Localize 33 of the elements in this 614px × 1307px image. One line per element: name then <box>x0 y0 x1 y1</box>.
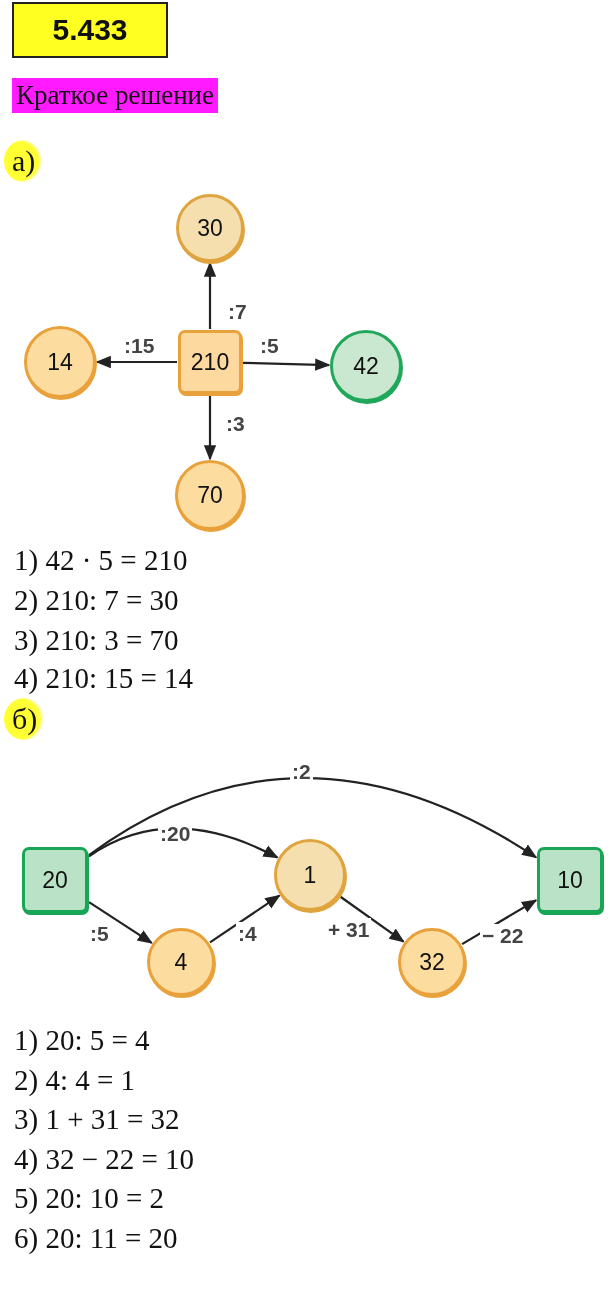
part-label: а) <box>4 140 44 182</box>
arrow <box>95 355 177 369</box>
arrow <box>203 261 217 329</box>
number-circle: 42 <box>330 330 402 402</box>
equation: 1) 20: 5 = 4 <box>14 1024 150 1057</box>
number-circle: 30 <box>176 194 244 262</box>
equation: 4) 32 − 22 = 10 <box>14 1143 195 1176</box>
equation: 1) 42 · 5 = 210 <box>14 544 188 577</box>
equation: 4) 210: 15 = 14 <box>14 662 194 695</box>
equation: 6) 20: 11 = 20 <box>14 1222 178 1255</box>
equation: 2) 210: 7 = 30 <box>14 584 179 617</box>
number-circle: 1 <box>274 839 346 911</box>
subheading: Краткое решение <box>12 78 219 113</box>
arrow <box>209 894 281 944</box>
arrow <box>461 899 538 946</box>
arrow <box>203 395 217 461</box>
equation: 2) 4: 4 = 1 <box>14 1064 136 1097</box>
arrow <box>88 901 153 944</box>
number-circle: 32 <box>398 928 466 996</box>
part-label: б) <box>4 698 46 740</box>
arrow <box>242 358 331 371</box>
number-square: 20 <box>22 847 88 913</box>
number-square: 210 <box>178 330 242 394</box>
equation: 3) 210: 3 = 70 <box>14 624 179 657</box>
arrow <box>339 895 405 943</box>
number-circle: 4 <box>147 928 215 996</box>
number-square: 10 <box>537 847 603 913</box>
number-circle: 14 <box>24 326 96 398</box>
equation: 5) 20: 10 = 2 <box>14 1182 165 1215</box>
arrow <box>88 777 538 859</box>
equation: 3) 1 + 31 = 32 <box>14 1103 180 1136</box>
task-number: 5.433 <box>12 2 168 58</box>
number-circle: 70 <box>175 460 245 530</box>
